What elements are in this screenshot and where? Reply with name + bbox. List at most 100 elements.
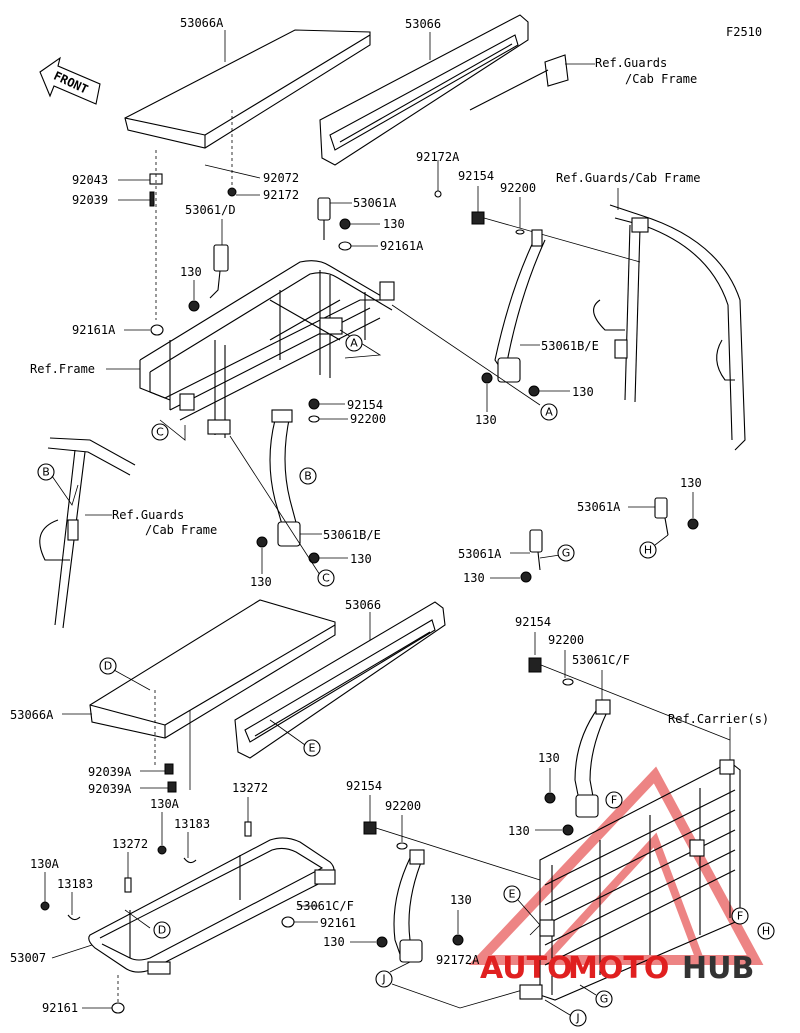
label-92161A-left: 92161A [72,323,116,337]
label-92200-1: 92200 [500,181,536,195]
label-53061BE-1: 53061B/E [541,339,599,353]
backrest-lower [234,601,446,759]
callout-F-1: F [605,791,623,809]
callout-G-2: G [595,990,613,1008]
watermark-moto: MOTO [568,951,669,986]
seatbelt-middle [269,409,301,547]
ref-guards-top-1: Ref.Guards [595,56,667,70]
label-92161-bottom: 92161 [42,1001,78,1015]
ref-carrier: Ref.Carrier(s) [668,712,769,726]
label-53066A-bottom: 53066A [10,708,54,722]
watermark-auto: AUTO [480,951,573,986]
svg-text:D: D [158,924,166,937]
watermark-text: AUTO MOTO HUB [480,951,754,986]
label-13272-1: 13272 [232,781,268,795]
label-13272-2: 13272 [112,837,148,851]
label-92172A-bottom: 92172A [436,953,480,967]
ref-guards-top-2: /Cab Frame [625,72,697,86]
label-53061BE-2: 53061B/E [323,528,381,542]
label-130-mid2: 130 [350,552,372,566]
callout-J-2: J [569,1009,587,1027]
label-92039: 92039 [72,193,108,207]
seat-frame-upper [139,260,395,438]
callout-J-1: J [375,970,393,988]
bolt-130-icon [339,218,351,230]
callout-A-1: A [345,334,363,352]
label-53066-bottom: 53066 [345,598,381,612]
callout-D-2: D [153,921,171,939]
seat-cushion-lower [89,599,336,739]
label-130-ur2: 130 [572,385,594,399]
label-53061A-2: 53061A [577,500,621,514]
label-92200-2: 92200 [350,412,386,426]
svg-text:C: C [156,426,164,439]
label-130-lr2: 130 [508,824,530,838]
callout-A-2: A [540,403,558,421]
label-92043: 92043 [72,173,108,187]
svg-text:A: A [545,406,553,419]
callout-F-2: F [731,907,749,925]
callout-D-1: D [99,657,117,675]
label-53061A-1: 53061A [353,196,397,210]
callout-C-1: C [151,423,169,441]
svg-text:J: J [575,1012,579,1025]
label-92039A-2: 92039A [88,782,132,796]
svg-text:E: E [309,742,316,755]
svg-text:D: D [104,660,112,673]
label-92200-4: 92200 [548,633,584,647]
seatbelt-lower-right [574,699,611,818]
label-53066A-top: 53066A [180,16,224,30]
svg-text:B: B [304,470,312,483]
ref-guards-left-2: /Cab Frame [145,523,217,537]
label-92200-3: 92200 [385,799,421,813]
label-92161A-upper: 92161A [380,239,424,253]
callout-H-1: H [639,541,657,559]
buckle-53061A-H-icon [654,497,669,536]
label-92154-1: 92154 [458,169,494,183]
label-13183-2: 13183 [57,877,93,891]
label-92154-2: 92154 [347,398,383,412]
label-53061A-3: 53061A [458,547,502,561]
label-92172A-top: 92172A [416,150,460,164]
label-92154-3: 92154 [346,779,382,793]
svg-text:C: C [322,572,330,585]
label-92172-top: 92172 [263,188,299,202]
ref-frame: Ref.Frame [30,362,95,376]
callout-C-2: C [317,569,335,587]
label-130-lr1: 130 [538,751,560,765]
svg-text:E: E [509,888,516,901]
label-130-lm2: 130 [450,893,472,907]
guard-bracket-top [469,54,569,111]
label-53007: 53007 [10,951,46,965]
svg-text:G: G [600,993,609,1006]
seatbelt-lower-middle [393,849,425,963]
diagram-id: F2510 [726,25,762,39]
label-53066-top: 53066 [405,17,441,31]
callout-B-2: B [299,467,317,485]
label-130-upper: 130 [383,217,405,231]
buckle-53061D-icon [209,244,229,299]
backrest-upper [319,14,529,166]
svg-text:B: B [42,466,50,479]
buckle-53061A-upper-icon [317,197,331,240]
label-130-H: 130 [680,476,702,490]
label-92072: 92072 [263,171,299,185]
cab-frame-right [593,204,746,451]
front-arrow-icon: FRONT [39,56,101,105]
callout-H-2: H [757,922,775,940]
svg-text:A: A [350,337,358,350]
label-130A-2: 130A [30,857,60,871]
label-92161-mid: 92161 [320,916,356,930]
callout-G-1: G [557,544,575,562]
label-130A-1: 130A [150,797,180,811]
callout-B-1: B [37,463,55,481]
label-92039A-1: 92039A [88,765,132,779]
label-53061CF-1: 53061C/F [296,899,354,913]
buckle-53061A-G-icon [529,529,543,571]
svg-text:J: J [381,973,385,986]
label-53061D: 53061/D [185,203,236,217]
label-130-mid1: 130 [250,575,272,589]
svg-text:F: F [611,794,617,807]
